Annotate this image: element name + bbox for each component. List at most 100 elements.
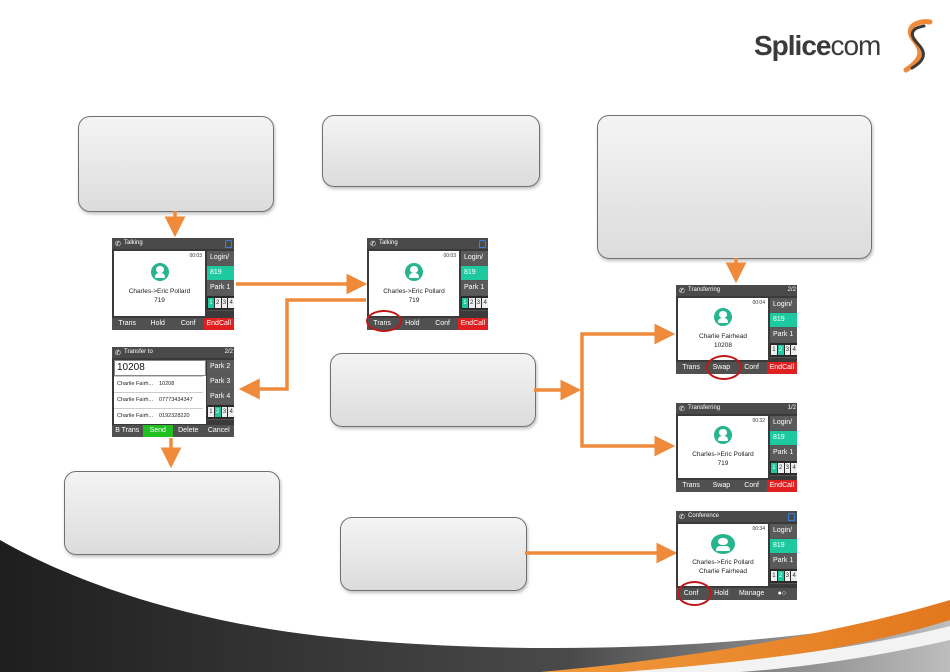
softkey-conf[interactable]: Conf [744,482,760,489]
side-key-819[interactable]: 819 [461,266,488,281]
lock-icon [225,240,232,248]
callout-box-3 [597,115,872,259]
logo-s-mark [903,19,933,73]
participant-1: Charles->Eric Pollard [692,559,754,566]
caller-extension: 719 [408,297,420,304]
side-key-park2[interactable]: Park 2 [207,360,234,375]
call-count: 2/2 [224,349,233,355]
side-key-819[interactable]: 819 [770,431,797,446]
contact-avatar-icon [714,308,732,326]
side-key-login[interactable]: Login/ [207,251,234,266]
call-timer: 00:04 [752,300,765,306]
conference-group-icon [711,534,735,554]
softkey-send[interactable]: Send [142,425,173,437]
side-key-login[interactable]: Login/ [770,524,797,539]
lock-icon [788,513,795,521]
side-key-park3[interactable]: Park 3 [207,375,234,390]
softkey-conf[interactable]: Conf [435,320,451,327]
arrow-split-to-transferring1 [580,323,676,390]
softkey-hold[interactable]: Hold [405,320,420,327]
side-key-park1[interactable]: Park 1 [770,328,797,343]
softkey-endcall[interactable]: EndCall [203,318,234,330]
softkey-trans[interactable]: Trans [118,320,137,327]
softkey-hold[interactable]: Hold [714,590,729,597]
side-key-819[interactable]: 819 [770,539,797,554]
softkey-endcall[interactable]: EndCall [457,318,488,330]
softkey-endcall[interactable]: EndCall [766,480,797,492]
list-item[interactable]: Charlie Fairh...10208 [114,376,203,392]
list-item[interactable]: Charlie Fairh...0192328220 [114,408,203,424]
side-key-login[interactable]: Login/ [770,416,797,431]
softkey-bar: Trans Hold Conf EndCall [112,318,234,330]
callout-box-1 [78,116,274,212]
softkey-hold[interactable]: Hold [150,320,165,327]
call-panel: 00:04 Charlie Fairhead 10208 [678,298,768,360]
call-timer: 00:03 [443,253,456,259]
softkey-bar: B Trans Send Delete Cancel [112,425,234,437]
handset-icon: ✆ [679,288,685,295]
callout-box-2 [322,115,540,187]
softkey-b-trans[interactable]: B Trans [115,427,140,434]
side-key-819[interactable]: 819 [770,313,797,328]
softkey-swap[interactable]: Swap [712,482,731,489]
side-key-login[interactable]: Login/ [461,251,488,266]
softkey-manage[interactable]: Manage [738,590,765,597]
caller-extension: 719 [154,297,165,304]
title-bar: ✆Conference [676,511,797,522]
side-key-park1[interactable]: Park 1 [461,281,488,296]
side-key-park4[interactable]: Park 4 [207,390,234,405]
caller-name: Charlie Fairhead [698,333,748,340]
call-timer: 00:34 [752,526,765,532]
call-panel: 00:32 Charles->Eric Pollard 719 [678,416,768,478]
contact-avatar-icon [151,263,169,281]
handset-icon: ✆ [115,241,121,248]
softkey-bar: Trans Swap Conf EndCall [676,480,797,492]
side-key-park1[interactable]: Park 1 [770,446,797,461]
softkey-cancel[interactable]: Cancel [207,427,230,434]
softkey-conf[interactable]: Conf [744,364,760,371]
side-key-park1[interactable]: Park 1 [770,554,797,569]
call-count: 2/2 [787,287,796,293]
arrow-split-to-transferring2 [580,390,676,457]
call-panel: 00:34 Charles->Eric Pollard Charlie Fair… [678,524,768,586]
phone-talking-trans-screen: ✆Talking 00:03 Charles->Eric Pollard 719… [367,238,488,330]
softkey-conf[interactable]: Conf [180,320,196,327]
transfer-number-input[interactable]: 10208 [114,360,206,376]
softkey-delete[interactable]: Delete [178,427,199,434]
contact-avatar-icon [405,263,423,281]
swap-highlight-circle [706,355,742,380]
caller-extension: 10208 [713,342,733,349]
side-key-park1[interactable]: Park 1 [207,281,234,296]
softkey-trans[interactable]: Trans [682,482,700,489]
side-key-819[interactable]: 819 [207,266,234,281]
call-timer: 00:03 [189,253,202,259]
caller-name: Charles->Eric Pollard [692,451,754,458]
softkey-trans[interactable]: Trans [682,364,700,371]
side-key-login[interactable]: Login/ [770,298,797,313]
title-bar: ✆Talking [112,238,234,249]
arrow-talking2-to-transfer [238,298,366,400]
caller-name: Charles->Eric Pollard [383,288,445,295]
list-item[interactable]: Charlie Fairh...07773434347 [114,392,203,408]
contact-avatar-icon [714,426,732,444]
trans-highlight-circle [366,310,402,332]
softkey-endcall[interactable]: EndCall [766,362,797,374]
decorative-footer-waves [0,540,950,672]
callout-box-5 [64,471,280,555]
